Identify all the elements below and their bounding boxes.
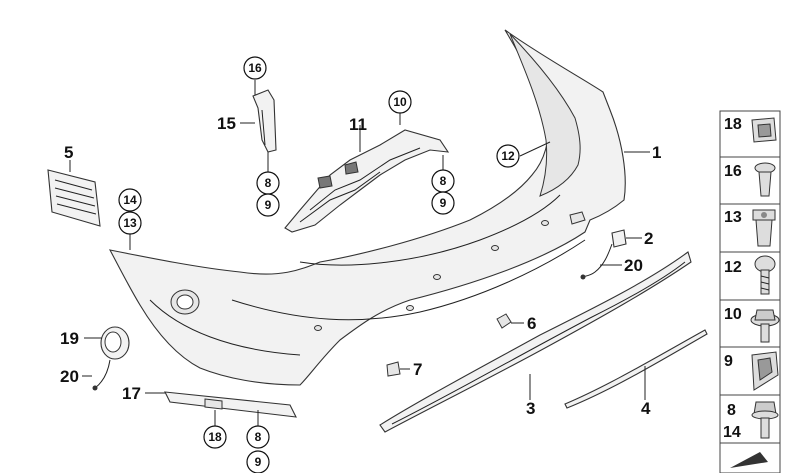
expansion-rivet-icon <box>754 162 776 197</box>
panel-label-16: 16 <box>724 163 742 180</box>
panel-label-9: 9 <box>724 353 733 370</box>
label-20-right: 20 <box>624 256 643 275</box>
leader-lines <box>69 80 650 428</box>
callout-labels: 1 2 3 4 5 6 7 11 15 17 19 20 20 <box>60 114 661 418</box>
carrier-bracket <box>284 129 450 233</box>
circle-16: 16 <box>248 61 262 75</box>
arrow-icon <box>730 452 768 468</box>
hex-bolt-icon <box>750 309 780 343</box>
circle-12: 12 <box>501 149 515 163</box>
small-parts <box>92 313 512 418</box>
label-1: 1 <box>652 143 661 162</box>
circle-8-mid: 8 <box>440 174 447 188</box>
circle-9-lower: 9 <box>255 455 262 469</box>
circled-callouts: 16 8 9 10 8 9 12 14 13 18 8 9 <box>118 56 520 473</box>
circle-9-upper: 9 <box>265 198 272 212</box>
circle-8-upper: 8 <box>265 176 272 190</box>
label-6: 6 <box>527 314 536 333</box>
clip-nut-icon <box>751 117 777 143</box>
label-15: 15 <box>217 114 236 133</box>
circle-18: 18 <box>208 430 222 444</box>
circle-9-mid: 9 <box>440 196 447 210</box>
bumper-cover <box>108 29 626 386</box>
label-2: 2 <box>644 229 653 248</box>
panel-label-14: 14 <box>723 424 741 441</box>
fastener-panel: 18 16 13 12 10 9 8 14 <box>719 110 781 473</box>
panel-label-8: 8 <box>727 402 736 419</box>
label-20-left: 20 <box>60 367 79 386</box>
label-11: 11 <box>349 115 367 134</box>
label-3: 3 <box>526 399 535 418</box>
panel-label-12: 12 <box>724 259 742 276</box>
side-bracket <box>252 89 277 153</box>
panel-label-10: 10 <box>724 306 742 323</box>
label-17: 17 <box>122 384 141 403</box>
circle-13: 13 <box>123 216 137 230</box>
lower-diffuser <box>379 251 692 433</box>
circle-8-lower: 8 <box>255 430 262 444</box>
expanding-nut-icon <box>752 209 776 247</box>
reflector-grille <box>47 169 101 227</box>
sensor-holder-right <box>580 229 627 280</box>
circle-14: 14 <box>123 193 137 207</box>
label-19: 19 <box>60 329 79 348</box>
trim-strip <box>564 329 708 409</box>
panel-label-18: 18 <box>724 116 742 133</box>
panel-label-13: 13 <box>724 209 742 226</box>
label-7: 7 <box>413 360 422 379</box>
screw-icon <box>754 255 776 295</box>
flange-bolt-icon <box>751 401 779 439</box>
label-5: 5 <box>64 143 73 162</box>
circle-10: 10 <box>393 95 407 109</box>
spring-clip-icon <box>751 351 779 391</box>
label-4: 4 <box>641 399 651 418</box>
